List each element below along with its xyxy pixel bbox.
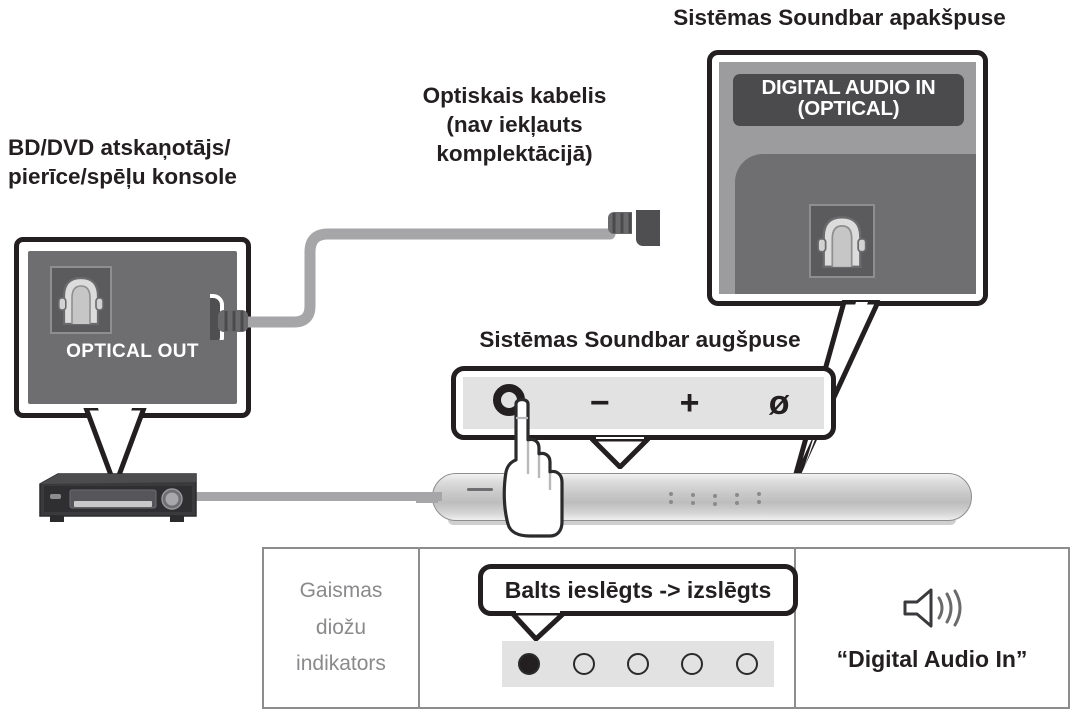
digital-audio-in-callout-panel: DIGITAL AUDIO IN (OPTICAL) [707, 50, 988, 306]
label-soundbar-top: Sistēmas Soundbar augšpuse [479, 327, 801, 352]
digital-audio-in-port-label: DIGITAL AUDIO IN (OPTICAL) [733, 74, 964, 126]
led-dot [518, 653, 541, 675]
soundbar-led-dots [669, 490, 765, 506]
led-dot [735, 653, 758, 675]
label-optical-cable: Optiskais kabelis (nav iekļauts komplekt… [422, 83, 607, 166]
soundbar-side-vent [467, 488, 493, 491]
optical-out-panel-surface: OPTICAL OUT [28, 251, 237, 404]
led-state-callout-tail [510, 611, 566, 641]
optical-out-port-label: OPTICAL OUT [66, 341, 199, 362]
source-name-text: “Digital Audio In” [836, 645, 1028, 672]
optical-cable [210, 210, 660, 340]
bd-dvd-player-device [39, 473, 197, 522]
control-panel-callout-tail [590, 437, 650, 469]
led-state-callout: Balts ieslēgts -> izslēgts [478, 564, 798, 616]
label-soundbar-bottom: Sistēmas Soundbar apakšpuse [673, 5, 1006, 30]
label-bd-dvd-player: BD/DVD atskaņotājs/ pierīce/spēļu konsol… [8, 135, 237, 189]
led-dot [572, 653, 595, 675]
optical-toslink-jack-icon [809, 204, 875, 278]
led-indicator-row-label: Gaismas diožu indikators [264, 549, 420, 707]
volume-up-button[interactable]: + [679, 384, 700, 422]
soundbar-bottom-recess [735, 154, 976, 294]
optical-toslink-jack-icon [50, 266, 112, 334]
led-state-callout-text: Balts ieslēgts -> izslēgts [504, 576, 772, 603]
optical-out-callout-leader [83, 408, 147, 486]
led-state-cell: Balts ieslēgts -> izslēgts [420, 549, 798, 707]
source-name-cell: “Digital Audio In” [796, 549, 1068, 707]
led-status-table: Gaismas diožu indikators Balts ieslēgts … [262, 547, 1070, 709]
digital-audio-in-panel-surface: DIGITAL AUDIO IN (OPTICAL) [719, 62, 976, 294]
led-dot [626, 653, 649, 675]
soundbar-shadow [448, 520, 956, 525]
optical-plug-left [210, 294, 248, 340]
pointing-hand-cursor [502, 398, 564, 538]
led-indicator-strip [502, 641, 774, 687]
bluetooth-pair-button[interactable]: ø [768, 384, 790, 422]
led-dot [681, 653, 704, 675]
speaker-sound-icon [903, 588, 962, 627]
volume-down-button[interactable]: − [589, 384, 610, 422]
player-to-soundbar-cable [196, 492, 442, 501]
optical-plug-right [608, 210, 660, 250]
